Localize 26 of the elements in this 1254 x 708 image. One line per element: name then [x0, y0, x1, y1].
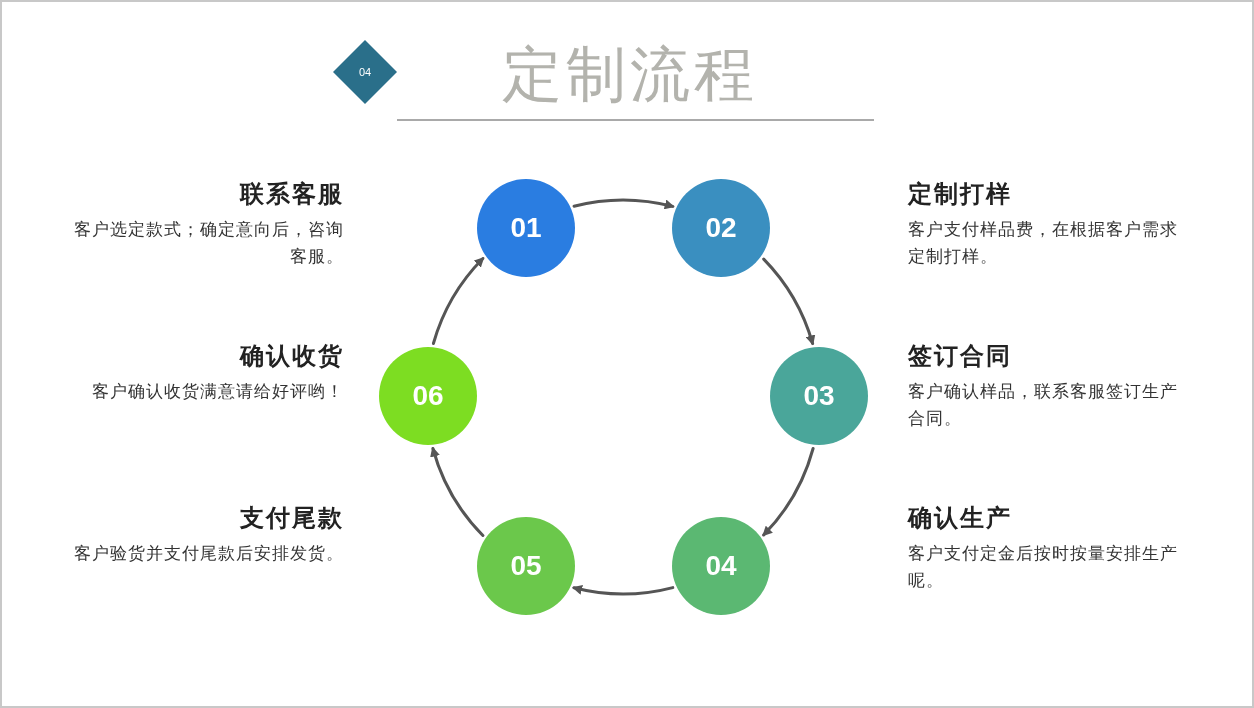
step-heading: 支付尾款: [240, 503, 344, 534]
step-circle: 06: [379, 347, 477, 445]
page-number-diamond: 04: [333, 40, 397, 104]
step-description: 客户确认收货满意请给好评哟！: [92, 380, 344, 403]
arrow: [572, 584, 675, 596]
title: 定制流程: [501, 38, 759, 110]
step-circle: 02: [672, 179, 770, 277]
step-circle: 05: [477, 517, 575, 615]
arrow: [430, 446, 485, 537]
arrow: [762, 257, 815, 346]
step-description: 客户选定款式；确定意向后，咨询客服。: [73, 218, 344, 268]
step-circle: 03: [770, 347, 868, 445]
arrow: [572, 198, 675, 210]
step-circle: 04: [672, 517, 770, 615]
step-description: 客户支付样品费，在根据客户需求定制打样。: [908, 218, 1179, 268]
step-description: 客户确认样品，联系客服签订生产合同。: [908, 380, 1179, 430]
step-description: 客户支付定金后按时按量安排生产呢。: [908, 542, 1179, 592]
arrow: [762, 447, 815, 537]
step-heading: 定制打样: [908, 179, 1012, 210]
step-heading: 确认收货: [240, 341, 344, 372]
arrow: [431, 257, 485, 345]
step-heading: 确认生产: [908, 503, 1012, 534]
step-circle: 01: [477, 179, 575, 277]
step-heading: 签订合同: [908, 341, 1012, 372]
step-heading: 联系客服: [240, 179, 344, 210]
step-description: 客户验货并支付尾款后安排发货。: [74, 542, 344, 565]
